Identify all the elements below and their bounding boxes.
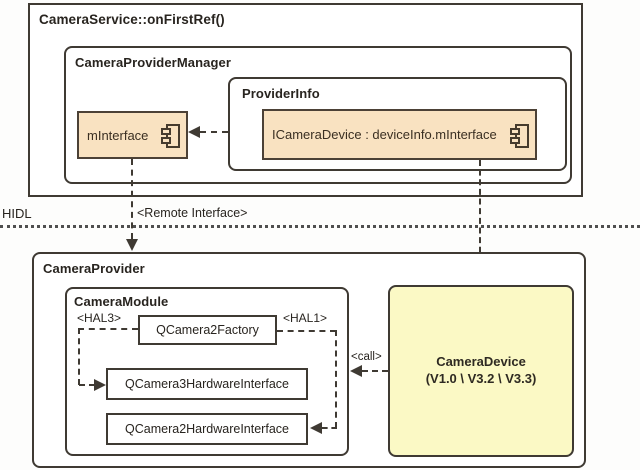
arrowhead-right-icon <box>94 379 106 391</box>
camera-device-title: CameraDevice <box>436 354 526 370</box>
dashed-connector <box>479 160 481 272</box>
hal3-label: <HAL3> <box>77 311 122 325</box>
dashed-connector <box>277 330 336 332</box>
m-interface-box: mInterface <box>77 111 188 159</box>
dashed-connector <box>335 330 337 428</box>
dashed-connector <box>131 159 133 239</box>
camera-provider-manager-title: CameraProviderManager <box>75 55 231 70</box>
arrowhead-left-icon <box>310 422 322 434</box>
camera-device-subtitle: (V1.0 \ V3.2 \ V3.3) <box>425 371 537 386</box>
qcamera3-hardware-interface-label: QCamera3HardwareInterface <box>125 377 289 391</box>
camera-provider-title: CameraProvider <box>43 261 145 276</box>
hal1-label: <HAL1> <box>283 311 328 325</box>
hidl-boundary-line <box>0 225 640 228</box>
dashed-connector <box>78 328 138 330</box>
dashed-connector <box>78 328 80 385</box>
remote-interface-label: <Remote Interface> <box>137 206 248 220</box>
camera-device-text: CameraDevice (V1.0 \ V3.2 \ V3.3) <box>390 287 572 455</box>
qcamera2-factory-box: QCamera2Factory <box>138 315 277 345</box>
arrowhead-left-icon <box>188 126 200 138</box>
dashed-connector <box>200 131 228 133</box>
camera-device-box: CameraDevice (V1.0 \ V3.2 \ V3.3) <box>388 285 574 457</box>
m-interface-label: mInterface <box>87 127 149 143</box>
icamera-device-label: ICameraDevice : deviceInfo.mInterface <box>272 127 497 142</box>
provider-info-title: ProviderInfo <box>242 86 320 101</box>
hidl-label: HIDL <box>2 206 32 221</box>
qcamera2-factory-label: QCamera2Factory <box>156 323 259 337</box>
component-icon <box>510 124 529 148</box>
arrowhead-down-icon <box>126 239 138 251</box>
qcamera3-hardware-interface-box: QCamera3HardwareInterface <box>106 368 308 400</box>
component-icon <box>161 124 180 148</box>
qcamera2-hardware-interface-box: QCamera2HardwareInterface <box>106 413 308 445</box>
icamera-device-box: ICameraDevice : deviceInfo.mInterface <box>262 109 537 160</box>
call-label: <call> <box>351 351 382 363</box>
camera-module-title: CameraModule <box>74 294 169 309</box>
dashed-connector <box>79 384 95 386</box>
arrowhead-left-icon <box>350 365 362 377</box>
dashed-connector <box>322 427 337 429</box>
qcamera2-hardware-interface-label: QCamera2HardwareInterface <box>125 422 289 436</box>
dashed-connector <box>362 370 388 372</box>
camera-service-title: CameraService::onFirstRef() <box>39 12 225 27</box>
